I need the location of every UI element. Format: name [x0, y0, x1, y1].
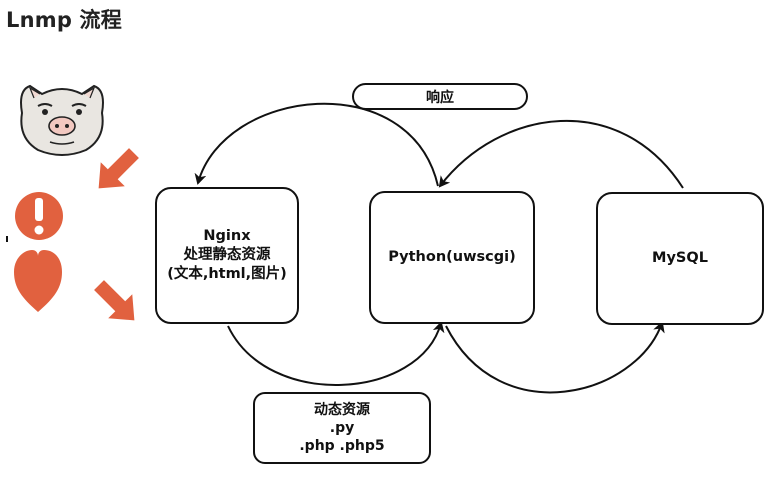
python-to-mysql-arrow	[445, 321, 665, 394]
python-title: Python(uwscgi)	[388, 249, 516, 265]
nginx-title: Nginx	[203, 228, 251, 244]
nginx-desc: 处理静态资源	[183, 247, 271, 263]
response-arrow	[194, 102, 439, 187]
dynamic-resources-box: 动态资源 .py .php .php5	[253, 392, 431, 464]
python-node: Python(uwscgi)	[369, 191, 535, 324]
nginx-node: Nginx 处理静态资源 (文本,html,图片)	[155, 187, 299, 324]
page-title: Lnmp 流程	[6, 8, 122, 32]
arrow-down-left-icon	[98, 148, 139, 189]
arrow-down-right-icon	[94, 280, 135, 321]
dynamic-php: .php .php5	[299, 438, 385, 454]
mysql-node: MySQL	[596, 192, 764, 325]
dynamic-py: .py	[329, 420, 355, 436]
pig-face-meme-icon	[20, 84, 104, 156]
exclamation-icon	[15, 192, 63, 240]
dynamic-title: 动态资源	[314, 402, 370, 418]
response-label-text: 响应	[426, 89, 454, 106]
mysql-to-python-arrow	[438, 119, 684, 189]
response-label: 响应	[352, 83, 528, 110]
mysql-title: MySQL	[652, 250, 708, 266]
nginx-types: (文本,html,图片)	[167, 266, 287, 282]
nginx-to-python-arrow	[227, 321, 445, 386]
heart-icon	[14, 250, 62, 312]
